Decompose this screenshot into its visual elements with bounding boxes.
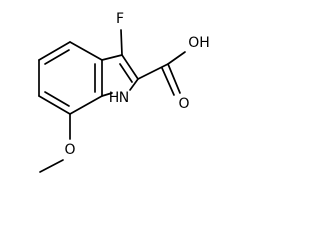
bond-c6-c7-inner [44, 91, 70, 107]
bond-c4-c5 [38, 41, 71, 61]
bond-c3a-c3 [101, 54, 123, 61]
bond-c2-n1 [129, 78, 139, 91]
bond-n1-c7a [101, 92, 113, 97]
bond-c4-c5-inner [44, 49, 70, 65]
bond-c2-cooh [137, 63, 169, 80]
bond-c3-c2-inner [119, 63, 133, 83]
chemical-structure-diagram: F OH O H N O [38, 11, 210, 173]
carbonyl-oxygen-label: O [178, 96, 189, 112]
bond-c7-c7a [69, 95, 103, 115]
bond-cooh-o-outer [167, 63, 181, 94]
methoxy-oxygen-label: O [64, 142, 75, 158]
indole-n-label: N [119, 90, 129, 106]
bond-cooh-oh [167, 51, 186, 65]
bond-o-ch3 [39, 159, 64, 173]
bond-c6-c7 [38, 95, 71, 115]
bond-c3-f [120, 29, 123, 56]
bond-lines [38, 29, 186, 173]
indole-nh-label: H [109, 90, 120, 106]
bond-c3-c2 [121, 54, 139, 80]
atom-labels: F OH O H N O [64, 11, 209, 158]
bond-cooh-o-inner [161, 67, 175, 96]
fluorine-label: F [116, 11, 124, 27]
bond-c3a-c4 [69, 41, 103, 61]
hydroxyl-label: OH [188, 35, 210, 51]
